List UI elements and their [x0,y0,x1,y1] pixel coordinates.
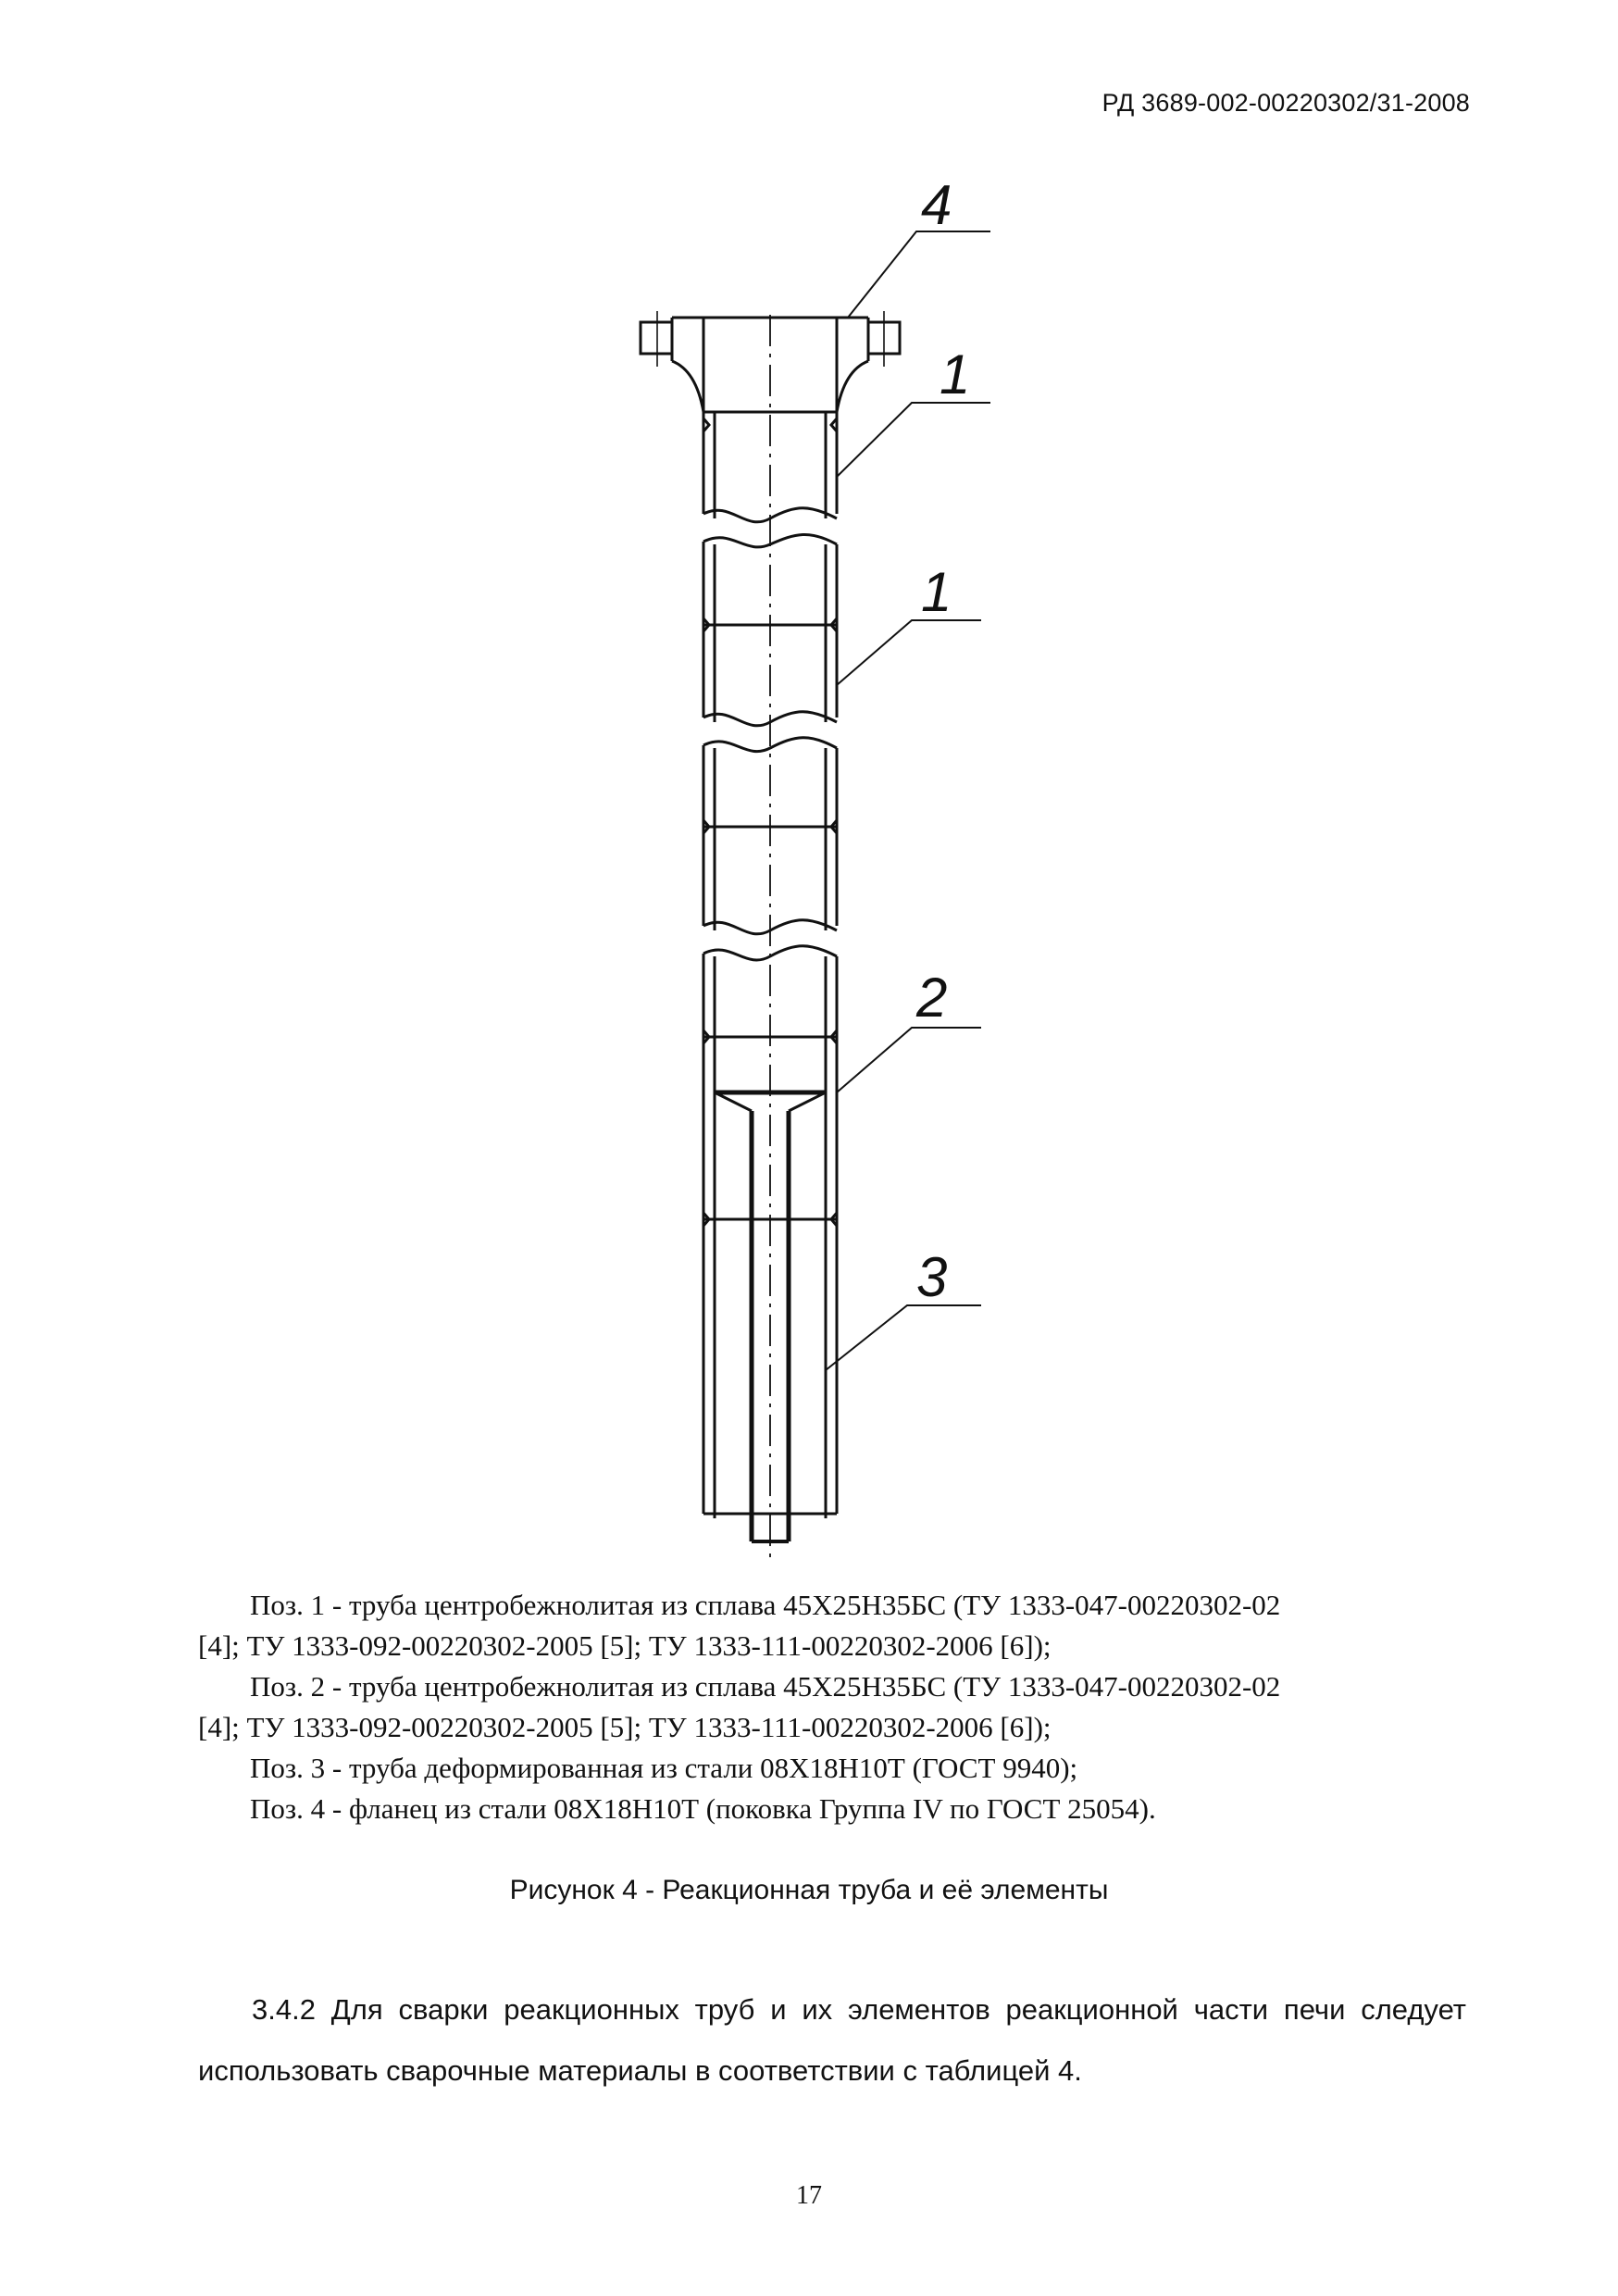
callout-pos2: 2 [915,967,947,1029]
tube-segment-1 [702,412,839,524]
document-code: РД 3689-002-00220302/31-2008 [1101,89,1470,117]
legend-line: [4]; ТУ 1333-092-00220302-2005 [5]; ТУ 1… [198,1629,1052,1662]
callout-pos4: 4 [921,174,952,236]
leader-lines [825,231,990,1371]
page-number: 17 [796,2181,822,2210]
paragraph-3-4-2: 3.4.2 Для сварки реакционных труб и их э… [198,1993,1466,2087]
legend-line: Поз. 1 - труба центробежнолитая из сплав… [250,1589,1281,1621]
legend-line: Поз. 3 - труба деформированная из стали … [250,1752,1078,1784]
flange-drawing [639,311,902,414]
legend-line: Поз. 4 - фланец из стали 08Х18Н10Т (поко… [250,1792,1156,1825]
callout-pos3: 3 [916,1246,947,1308]
callout-pos1-upper: 1 [940,343,970,406]
figure-caption: Рисунок 4 - Реакционная труба и её элеме… [509,1875,1109,1905]
reaction-tube-drawing: 4 1 1 2 3 [639,174,990,1565]
body-text: 3.4.2 Для сварки реакционных труб и их э… [198,1979,1466,2102]
callout-pos1-lower: 1 [921,561,952,623]
legend-line: [4]; ТУ 1333-092-00220302-2005 [5]; ТУ 1… [198,1711,1052,1743]
figure-legend: Поз. 1 - труба центробежнолитая из сплав… [198,1585,1475,1829]
legend-line: Поз. 2 - труба центробежнолитая из сплав… [250,1670,1281,1703]
